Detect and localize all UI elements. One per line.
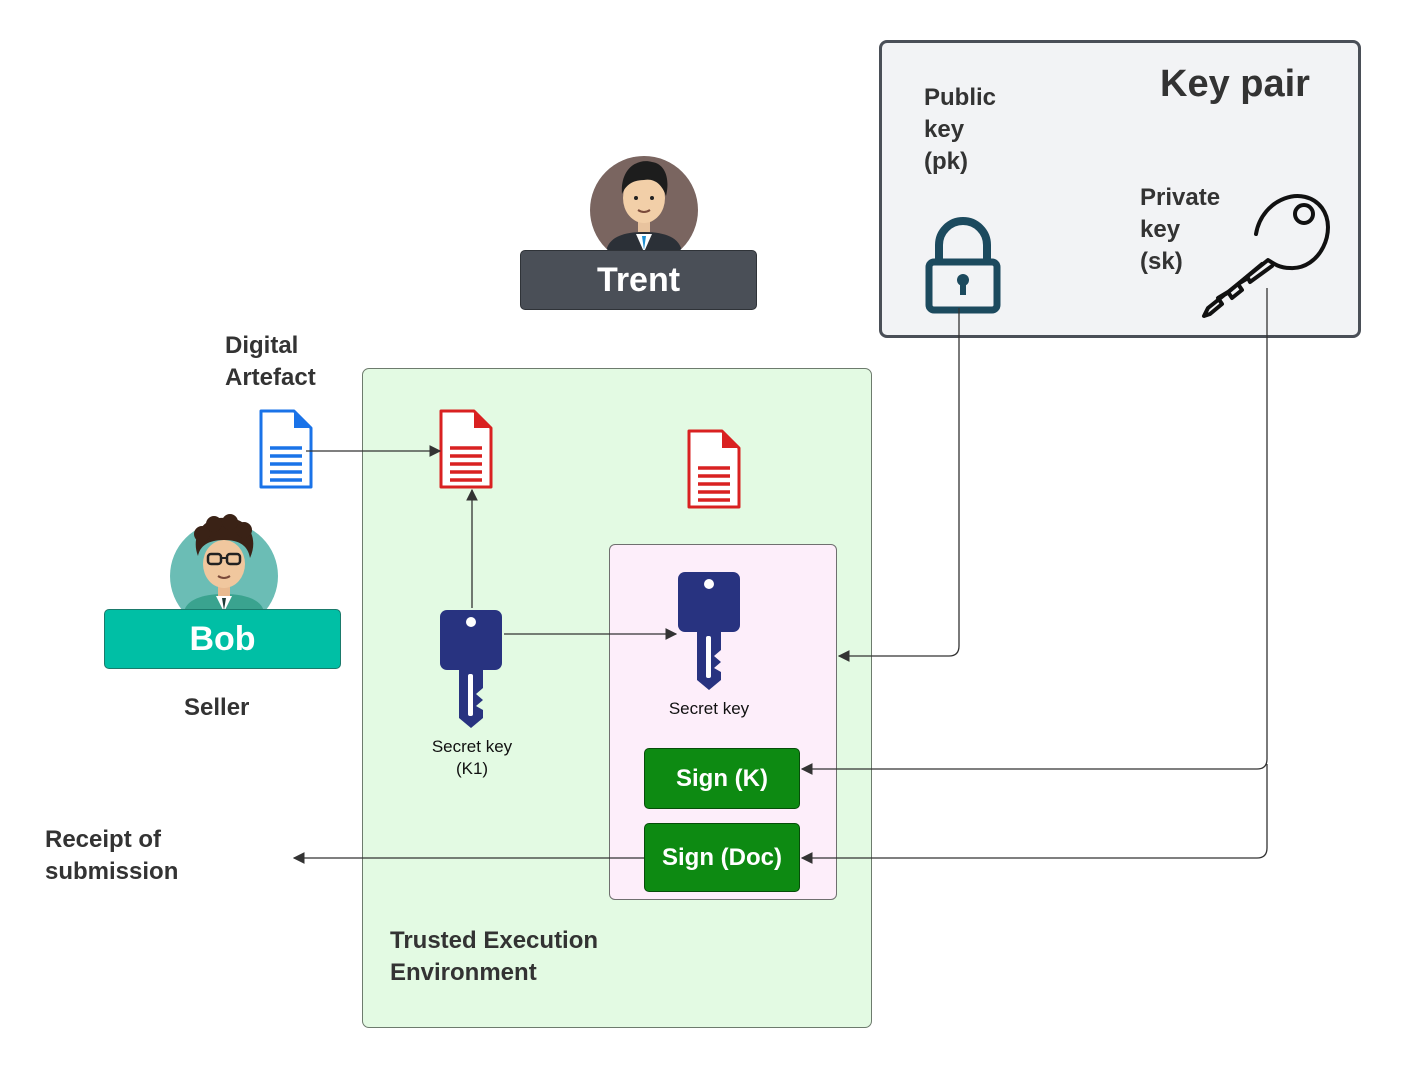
sign-k-button[interactable]: Sign (K) (644, 748, 800, 809)
bob-name-bar: Bob (104, 609, 341, 669)
secret-key-k1-icon (440, 610, 502, 728)
trent-name-bar: Trent (520, 250, 757, 310)
seller-role-label: Seller (184, 694, 250, 721)
secret-key-k1-label: Secret key (K1) (431, 737, 513, 778)
key-pair-title: Key pair (1160, 63, 1310, 105)
tee-label: Trusted Execution Environment (390, 927, 599, 986)
public-key-label: Public key (pk) (924, 84, 997, 175)
blue-document-icon (259, 409, 313, 489)
enclave-secret-key-icon (678, 572, 740, 690)
sign-doc-button[interactable]: Sign (Doc) (644, 823, 800, 892)
receipt-label: Receipt of submission (45, 826, 179, 885)
trent-avatar (590, 156, 698, 252)
signed-document-icon (687, 429, 741, 509)
padlock-icon (925, 217, 1001, 314)
enclave-secret-key-label: Secret key (668, 699, 750, 718)
bob-avatar (170, 514, 278, 612)
private-key-label: Private key (sk) (1140, 184, 1221, 275)
red-document-icon (439, 409, 493, 489)
private-key-icon (1202, 194, 1330, 318)
digital-artefact-label: Digital Artefact (225, 332, 316, 391)
